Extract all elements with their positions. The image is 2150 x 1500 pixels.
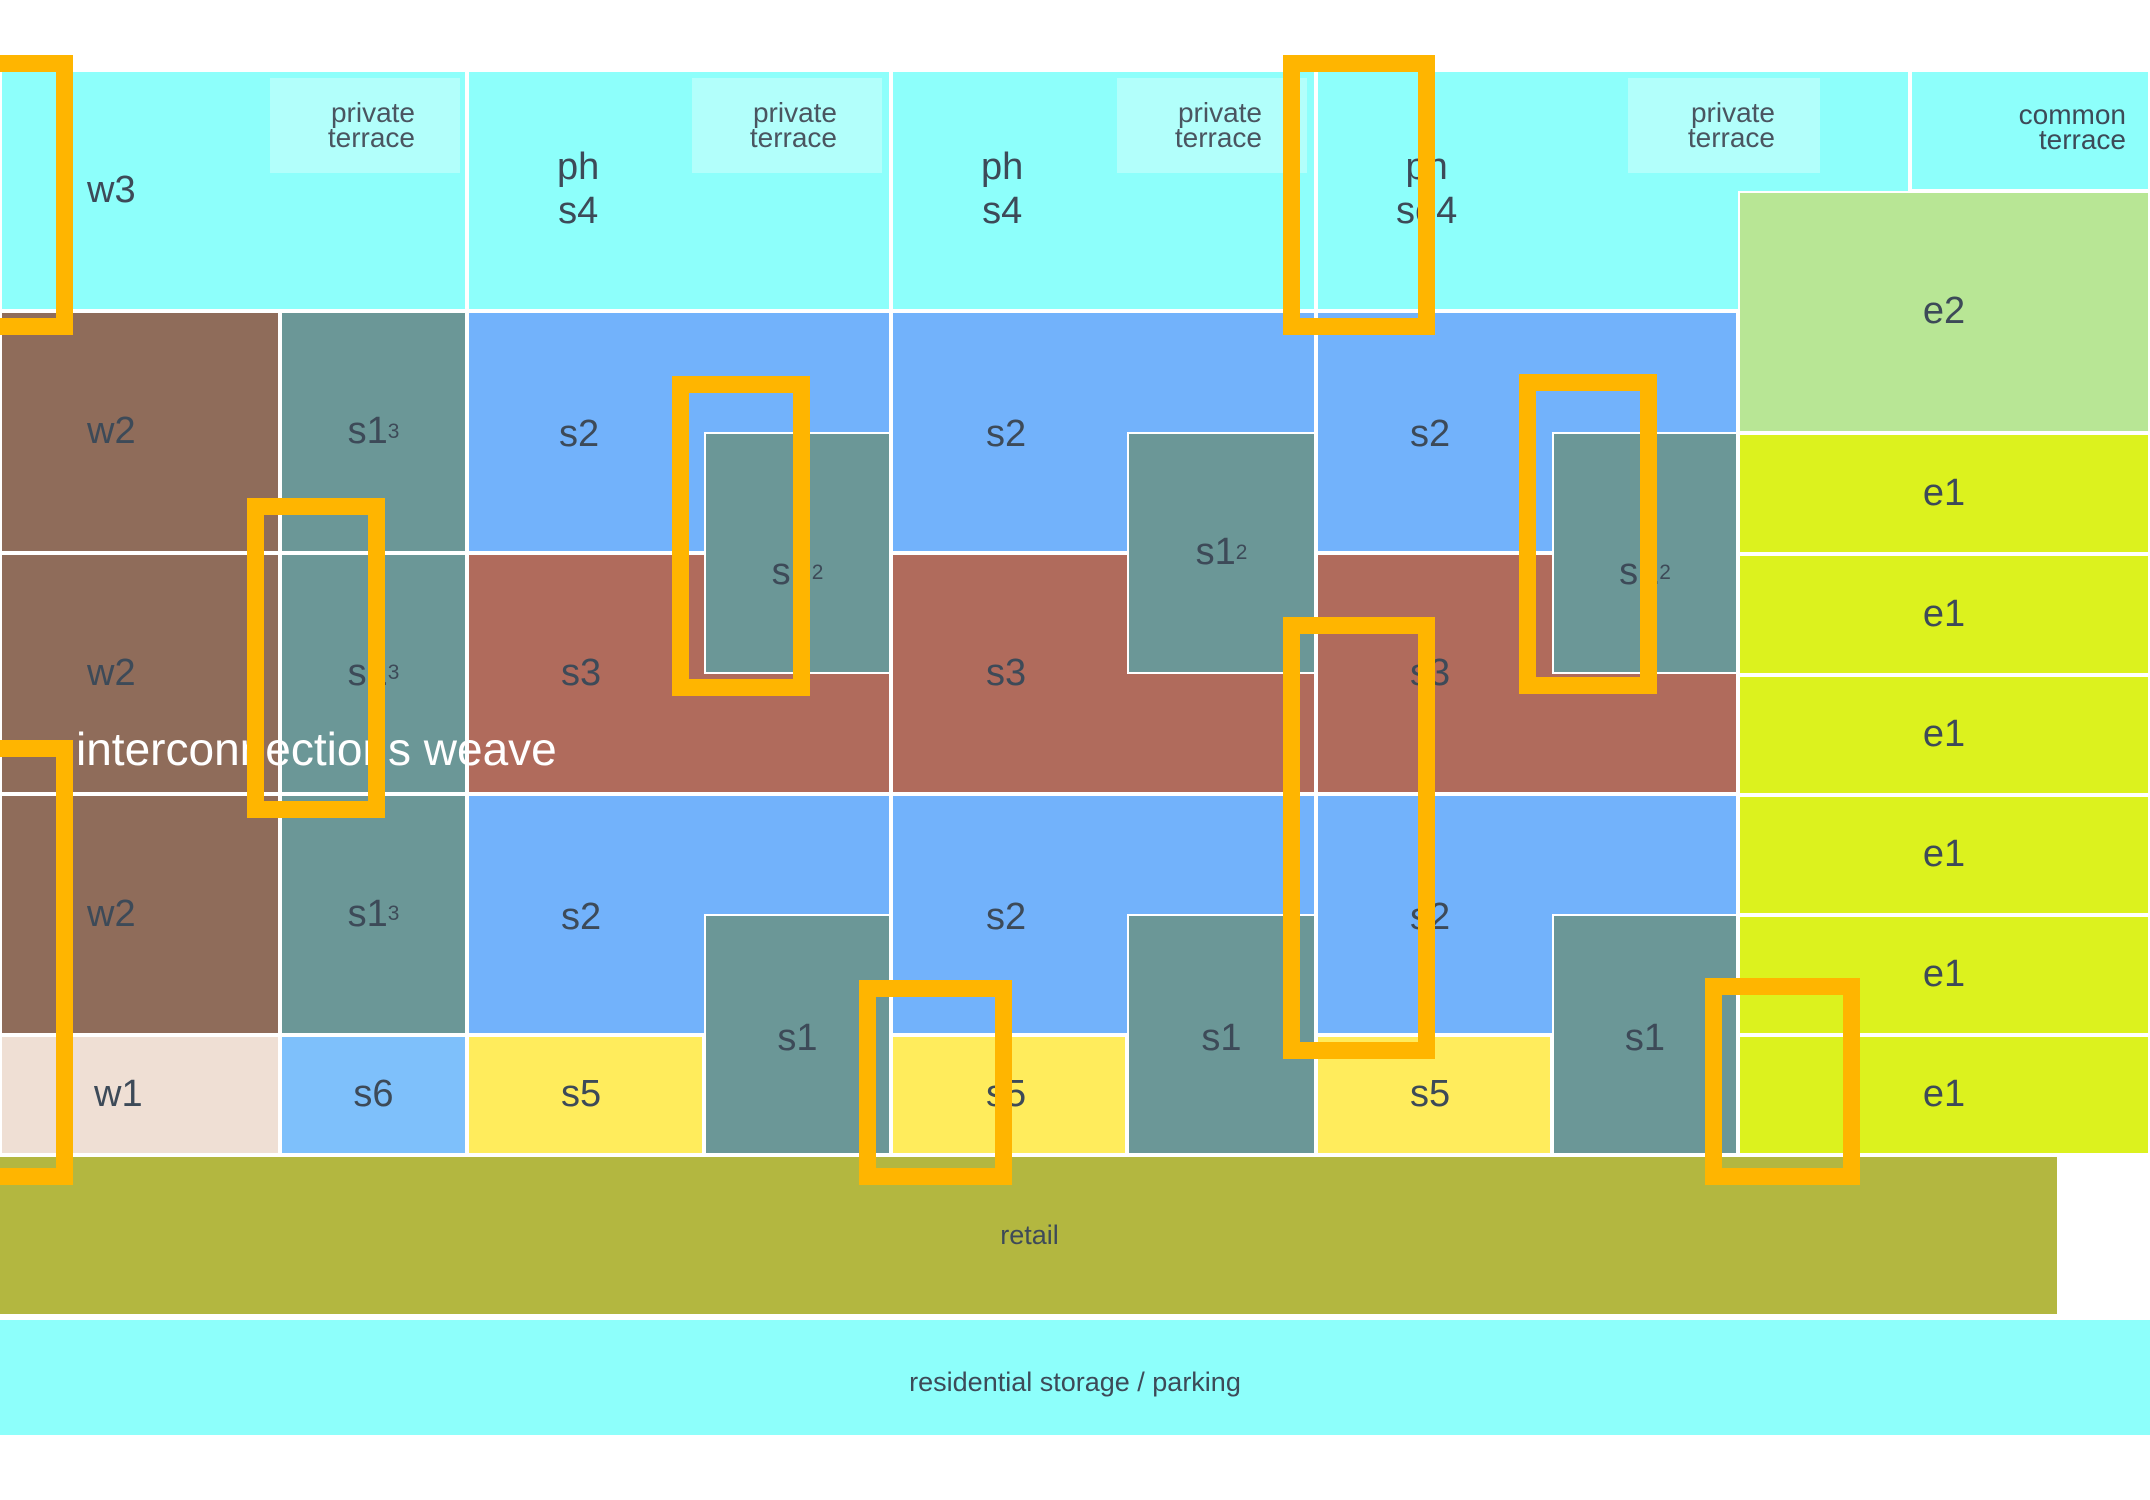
block-s6: s6 (280, 1035, 467, 1155)
block-s5-a: s5 (467, 1035, 704, 1155)
common-terrace: common terrace (1910, 70, 2150, 191)
connector-overlay-2 (0, 740, 73, 1185)
block-w2-1: w2 (0, 311, 280, 553)
connector-overlay-1 (0, 55, 73, 335)
sup-2: 2 (811, 560, 824, 584)
block-e1-2: e1 (1738, 554, 2150, 675)
block-e2: e2 (1738, 191, 2150, 433)
connector-overlay-8 (1519, 374, 1657, 694)
block-w2-3: w2 (0, 794, 280, 1035)
private-terrace-2: private terrace (692, 78, 882, 173)
private-terrace-1: private terrace (270, 78, 460, 173)
connector-overlay-7 (1283, 617, 1435, 1059)
sup-2: 2 (1235, 540, 1248, 564)
sup-3: 3 (387, 661, 400, 685)
private-terrace-4: private terrace (1628, 78, 1820, 173)
label-s1: s1 (1195, 531, 1236, 574)
connector-overlay-6 (1283, 55, 1435, 335)
block-w1: w1 (0, 1035, 280, 1155)
block-e1-4: e1 (1738, 795, 2150, 915)
connector-overlay-3 (247, 498, 385, 818)
block-e1-3: e1 (1738, 675, 2150, 795)
connector-overlay-9 (1705, 978, 1860, 1185)
label-s1: s1 (347, 410, 388, 453)
sup-3: 3 (387, 902, 400, 926)
label-s1: s1 (347, 892, 388, 935)
sup-2: 2 (1659, 560, 1671, 584)
connector-overlay-5 (859, 980, 1012, 1185)
sup-3: 3 (387, 419, 400, 443)
block-e1-1: e1 (1738, 433, 2150, 554)
residential-storage-parking: residential storage / parking (0, 1320, 2150, 1435)
interconnections-weave-label: interconnections weave (76, 723, 557, 775)
block-e1-5: e1 (1738, 915, 2150, 1035)
private-terrace-3: private terrace (1117, 78, 1307, 173)
block-e1-6: e1 (1738, 1035, 2150, 1155)
connector-overlay-4 (672, 376, 810, 696)
